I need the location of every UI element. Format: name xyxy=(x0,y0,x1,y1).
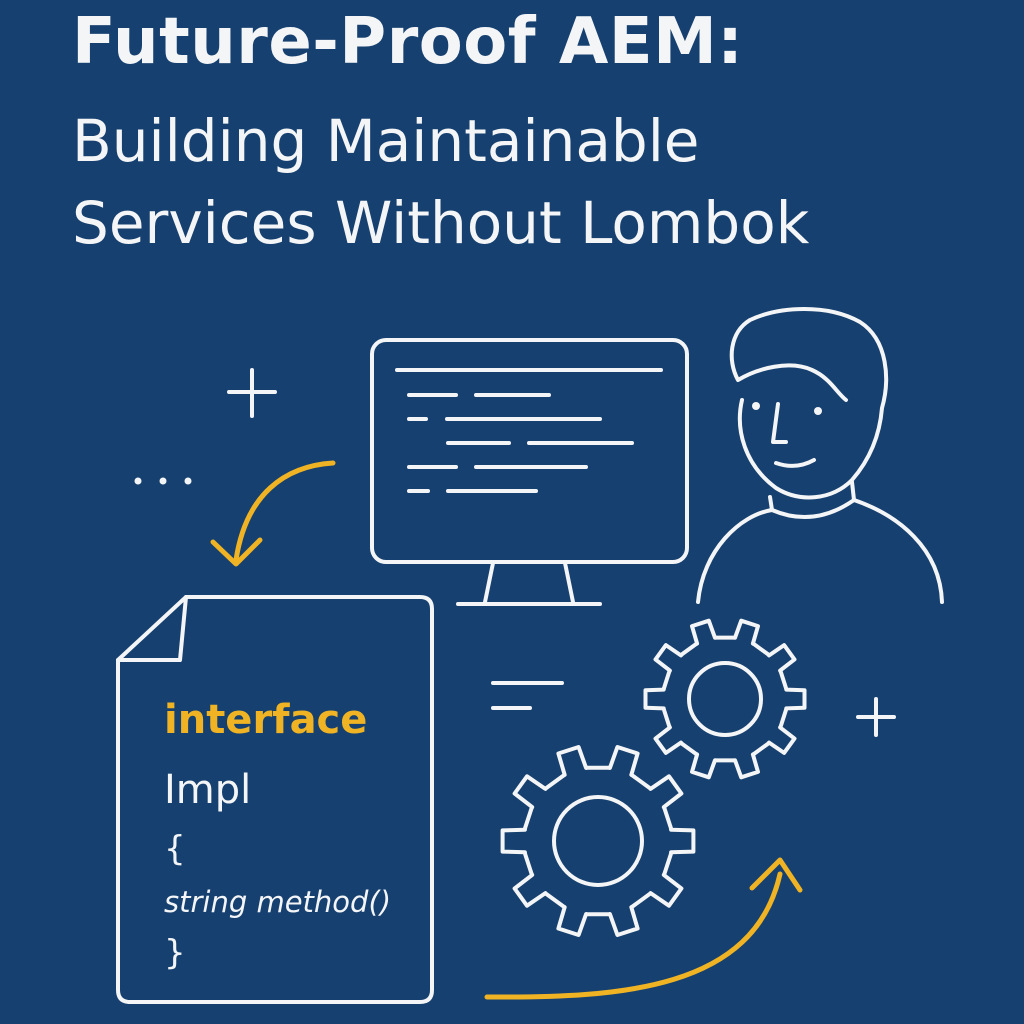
code-class-name: Impl xyxy=(164,767,252,813)
gear-icon xyxy=(643,618,807,780)
plus-icon xyxy=(227,368,277,418)
monitor-icon xyxy=(370,338,689,606)
title-line-3: Services Without Lombok xyxy=(72,189,810,257)
code-method: string method() xyxy=(164,885,392,919)
title-line-1: Future-Proof AEM: xyxy=(72,5,744,79)
arrow-icon xyxy=(210,460,336,567)
document-icon xyxy=(116,595,434,1004)
title-line-2: Building Maintainable xyxy=(72,107,700,175)
arrow-icon xyxy=(484,857,803,1000)
person-icon xyxy=(696,307,944,604)
plus-icon xyxy=(856,697,896,737)
code-close-brace: } xyxy=(164,933,186,973)
gear-hub xyxy=(552,795,644,887)
code-open-brace: { xyxy=(164,829,186,869)
ellipsis-dots xyxy=(134,477,192,485)
gear-icon xyxy=(500,745,696,937)
code-keyword: interface xyxy=(164,697,368,743)
gear-hub xyxy=(687,661,763,737)
code-lines xyxy=(395,368,663,493)
